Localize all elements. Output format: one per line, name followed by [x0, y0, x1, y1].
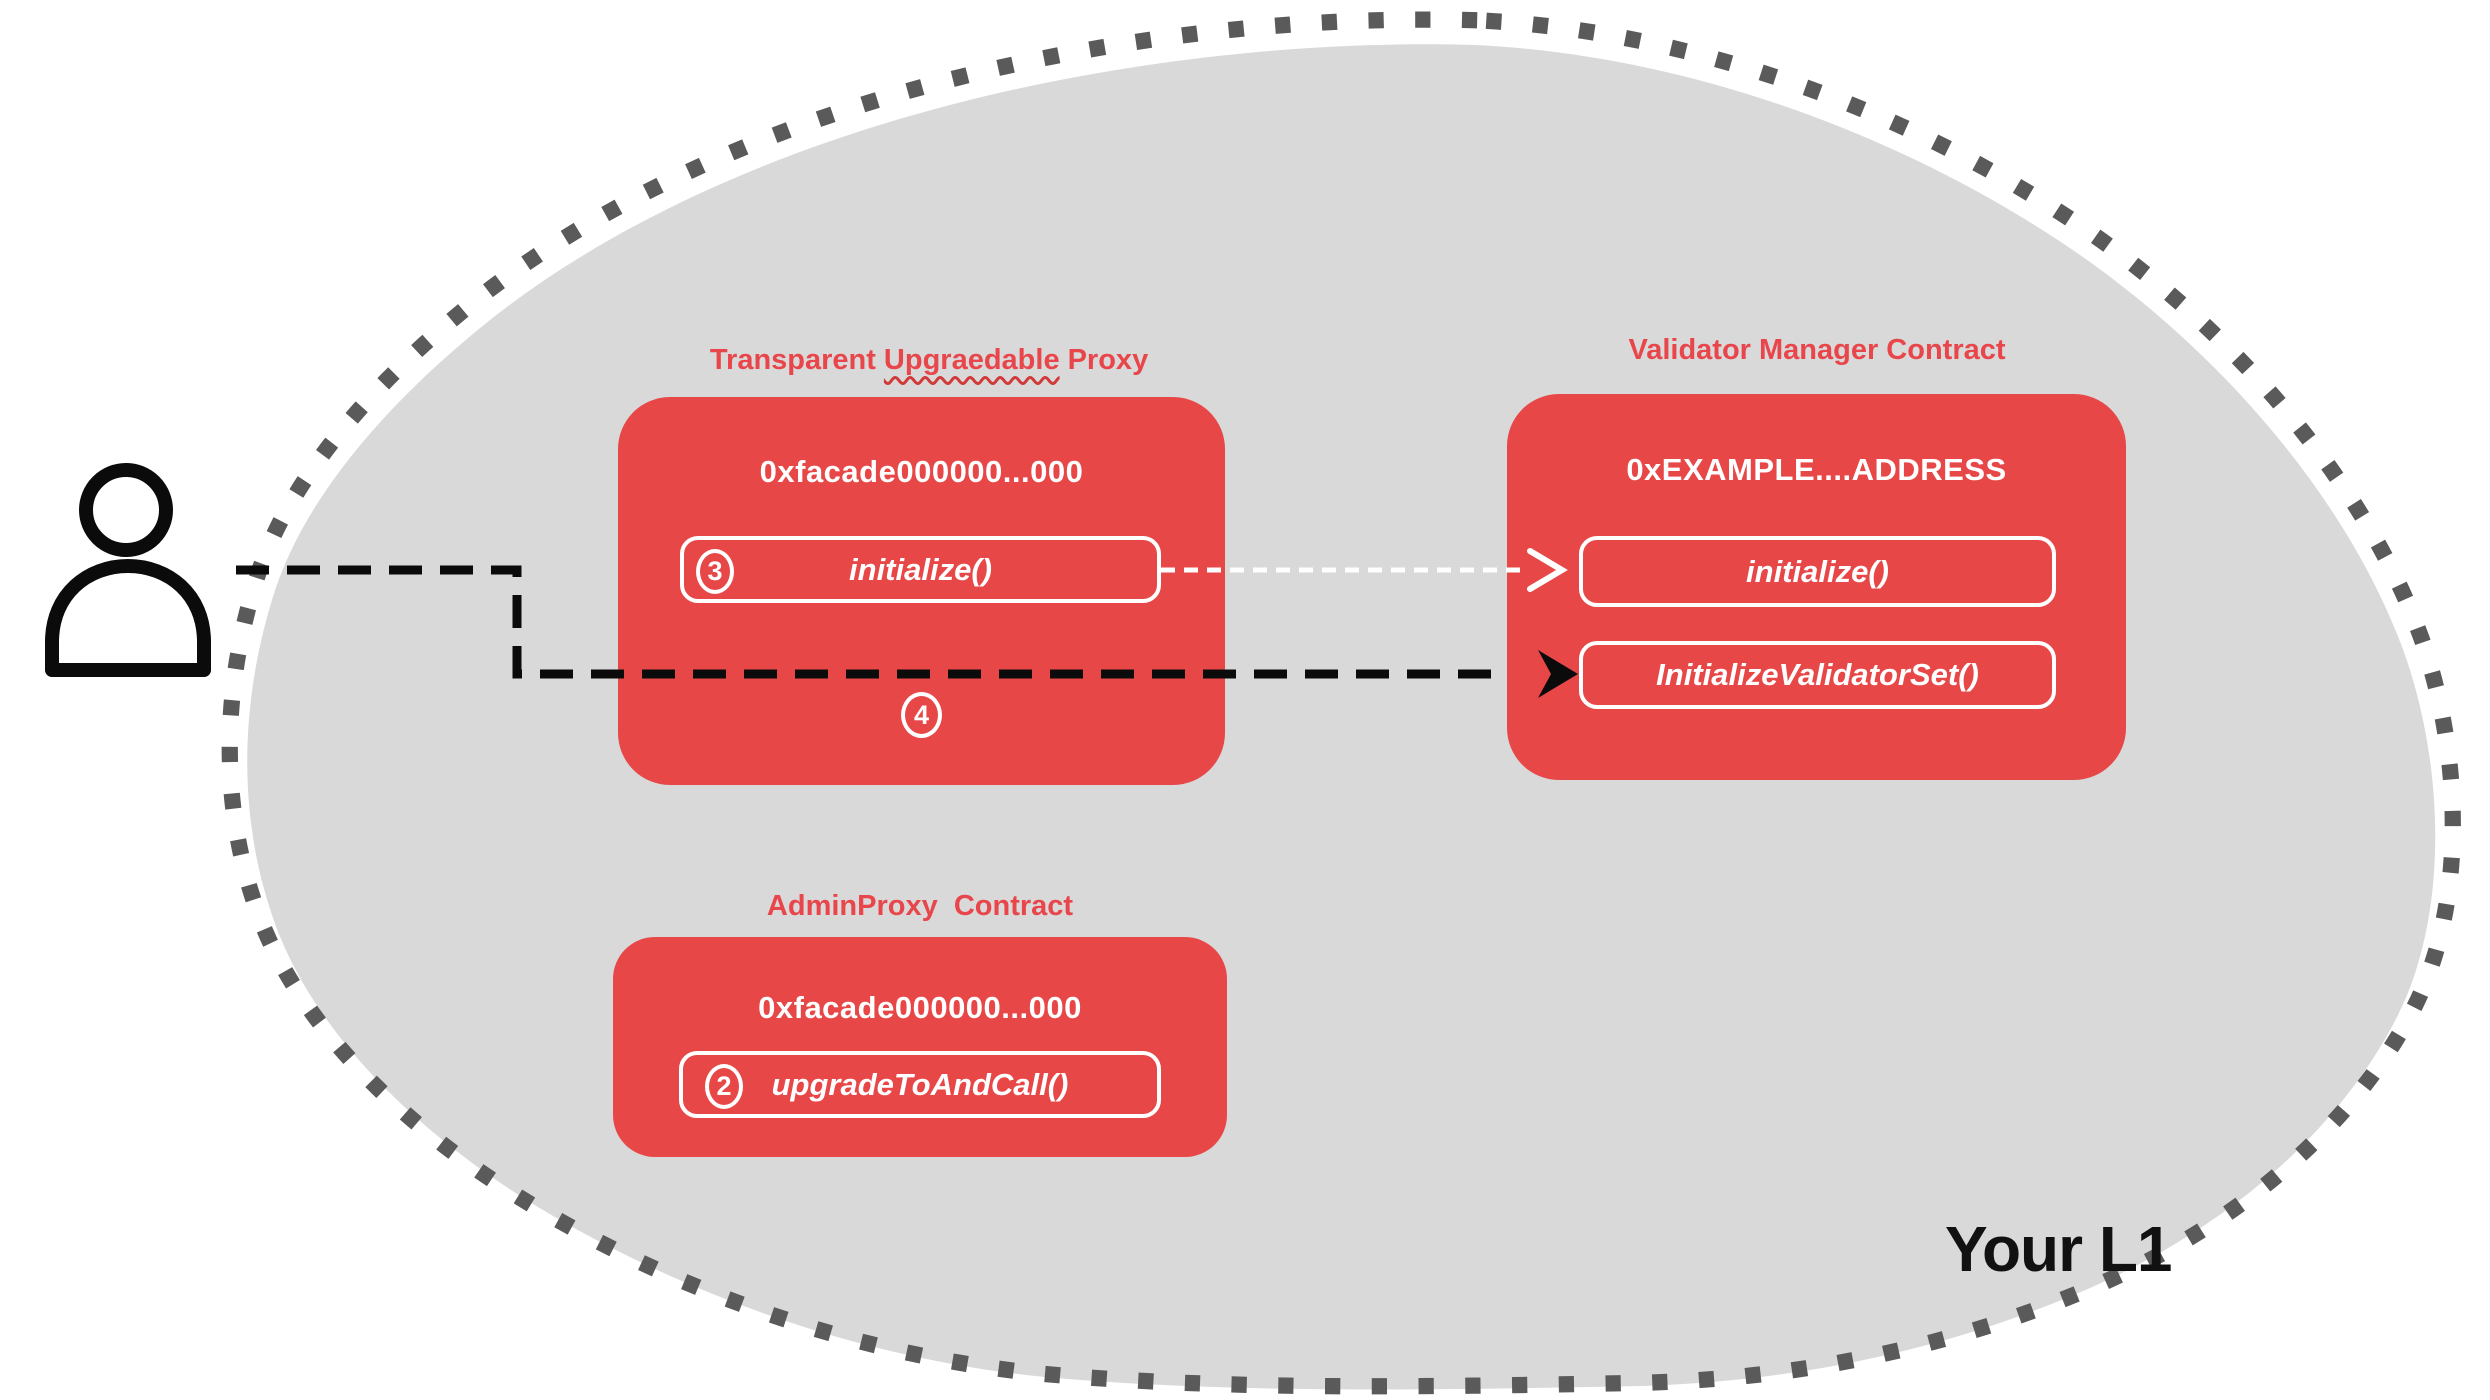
- admin-proxy-address: 0xfacade000000...000: [758, 990, 1082, 1025]
- upgrade-to-and-call-label: upgradeToAndCall(): [771, 1066, 1069, 1102]
- upgrade-to-and-call-button: 2 upgradeToAndCall(): [679, 1051, 1161, 1118]
- vm-initialize-validator-set-button: InitializeValidatorSet(): [1579, 641, 2056, 709]
- vm-initialize-button: initialize(): [1579, 536, 2056, 607]
- step-2-badge: 2: [705, 1064, 743, 1109]
- admin-proxy-box: 0xfacade000000...000 2 upgradeToAndCall(…: [613, 937, 1227, 1157]
- vm-initialize-validator-set-label: InitializeValidatorSet(): [1656, 657, 1979, 692]
- vm-initialize-label: initialize(): [1746, 553, 1889, 589]
- l1-blob-dotted-border: [221, 11, 2461, 1395]
- proxy-initialize-label: initialize(): [849, 551, 992, 587]
- validator-manager-address: 0xEXAMPLE....ADDRESS: [1626, 452, 2007, 487]
- proxy-contract-address: 0xfacade000000...000: [759, 454, 1084, 489]
- admin-proxy-title: AdminProxy Contract: [766, 890, 1074, 922]
- proxy-initialize-button: 3 initialize(): [680, 536, 1161, 603]
- proxy-title-post: Proxy: [1067, 344, 1149, 376]
- your-l1-label: Your L1: [1945, 1213, 2172, 1285]
- validator-manager-title: Validator Manager Contract: [1628, 334, 2006, 366]
- proxy-contract-box: 0xfacade000000...000 3 initialize() 4: [618, 397, 1225, 785]
- validator-manager-box: 0xEXAMPLE....ADDRESS initialize() Initia…: [1507, 394, 2126, 780]
- proxy-title-misspelled-word: Upgraedable: [883, 344, 1060, 376]
- proxy-title-pre: Transparent: [709, 344, 876, 376]
- step-4-badge: 4: [901, 692, 942, 738]
- step-3-badge: 3: [696, 549, 734, 594]
